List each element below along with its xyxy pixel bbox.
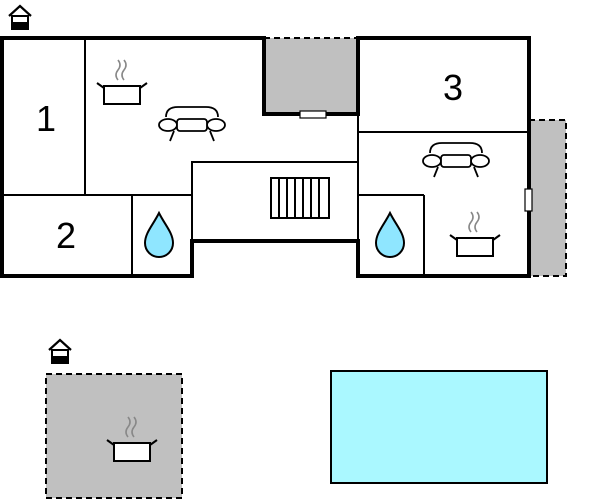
window-icon xyxy=(299,110,327,119)
water-drop-icon xyxy=(144,212,174,258)
sofa-icon xyxy=(158,106,226,142)
window-icon xyxy=(524,188,533,212)
water-drop-icon xyxy=(375,212,405,258)
room-number-1: 1 xyxy=(36,98,56,139)
house-icon xyxy=(7,4,33,31)
sofa-icon xyxy=(422,142,490,178)
room-number-3: 3 xyxy=(443,67,463,108)
terrace-top xyxy=(264,38,358,114)
swimming-pool xyxy=(330,370,548,484)
room-number-2: 2 xyxy=(56,215,76,256)
interior-walls xyxy=(2,38,529,276)
terrace-right xyxy=(528,119,567,277)
cooking-pot-icon xyxy=(96,59,148,105)
cooking-pot-icon xyxy=(449,211,501,257)
house-icon xyxy=(47,338,73,365)
outdoor-kitchen-area xyxy=(45,373,183,499)
stairs-icon xyxy=(270,177,330,219)
